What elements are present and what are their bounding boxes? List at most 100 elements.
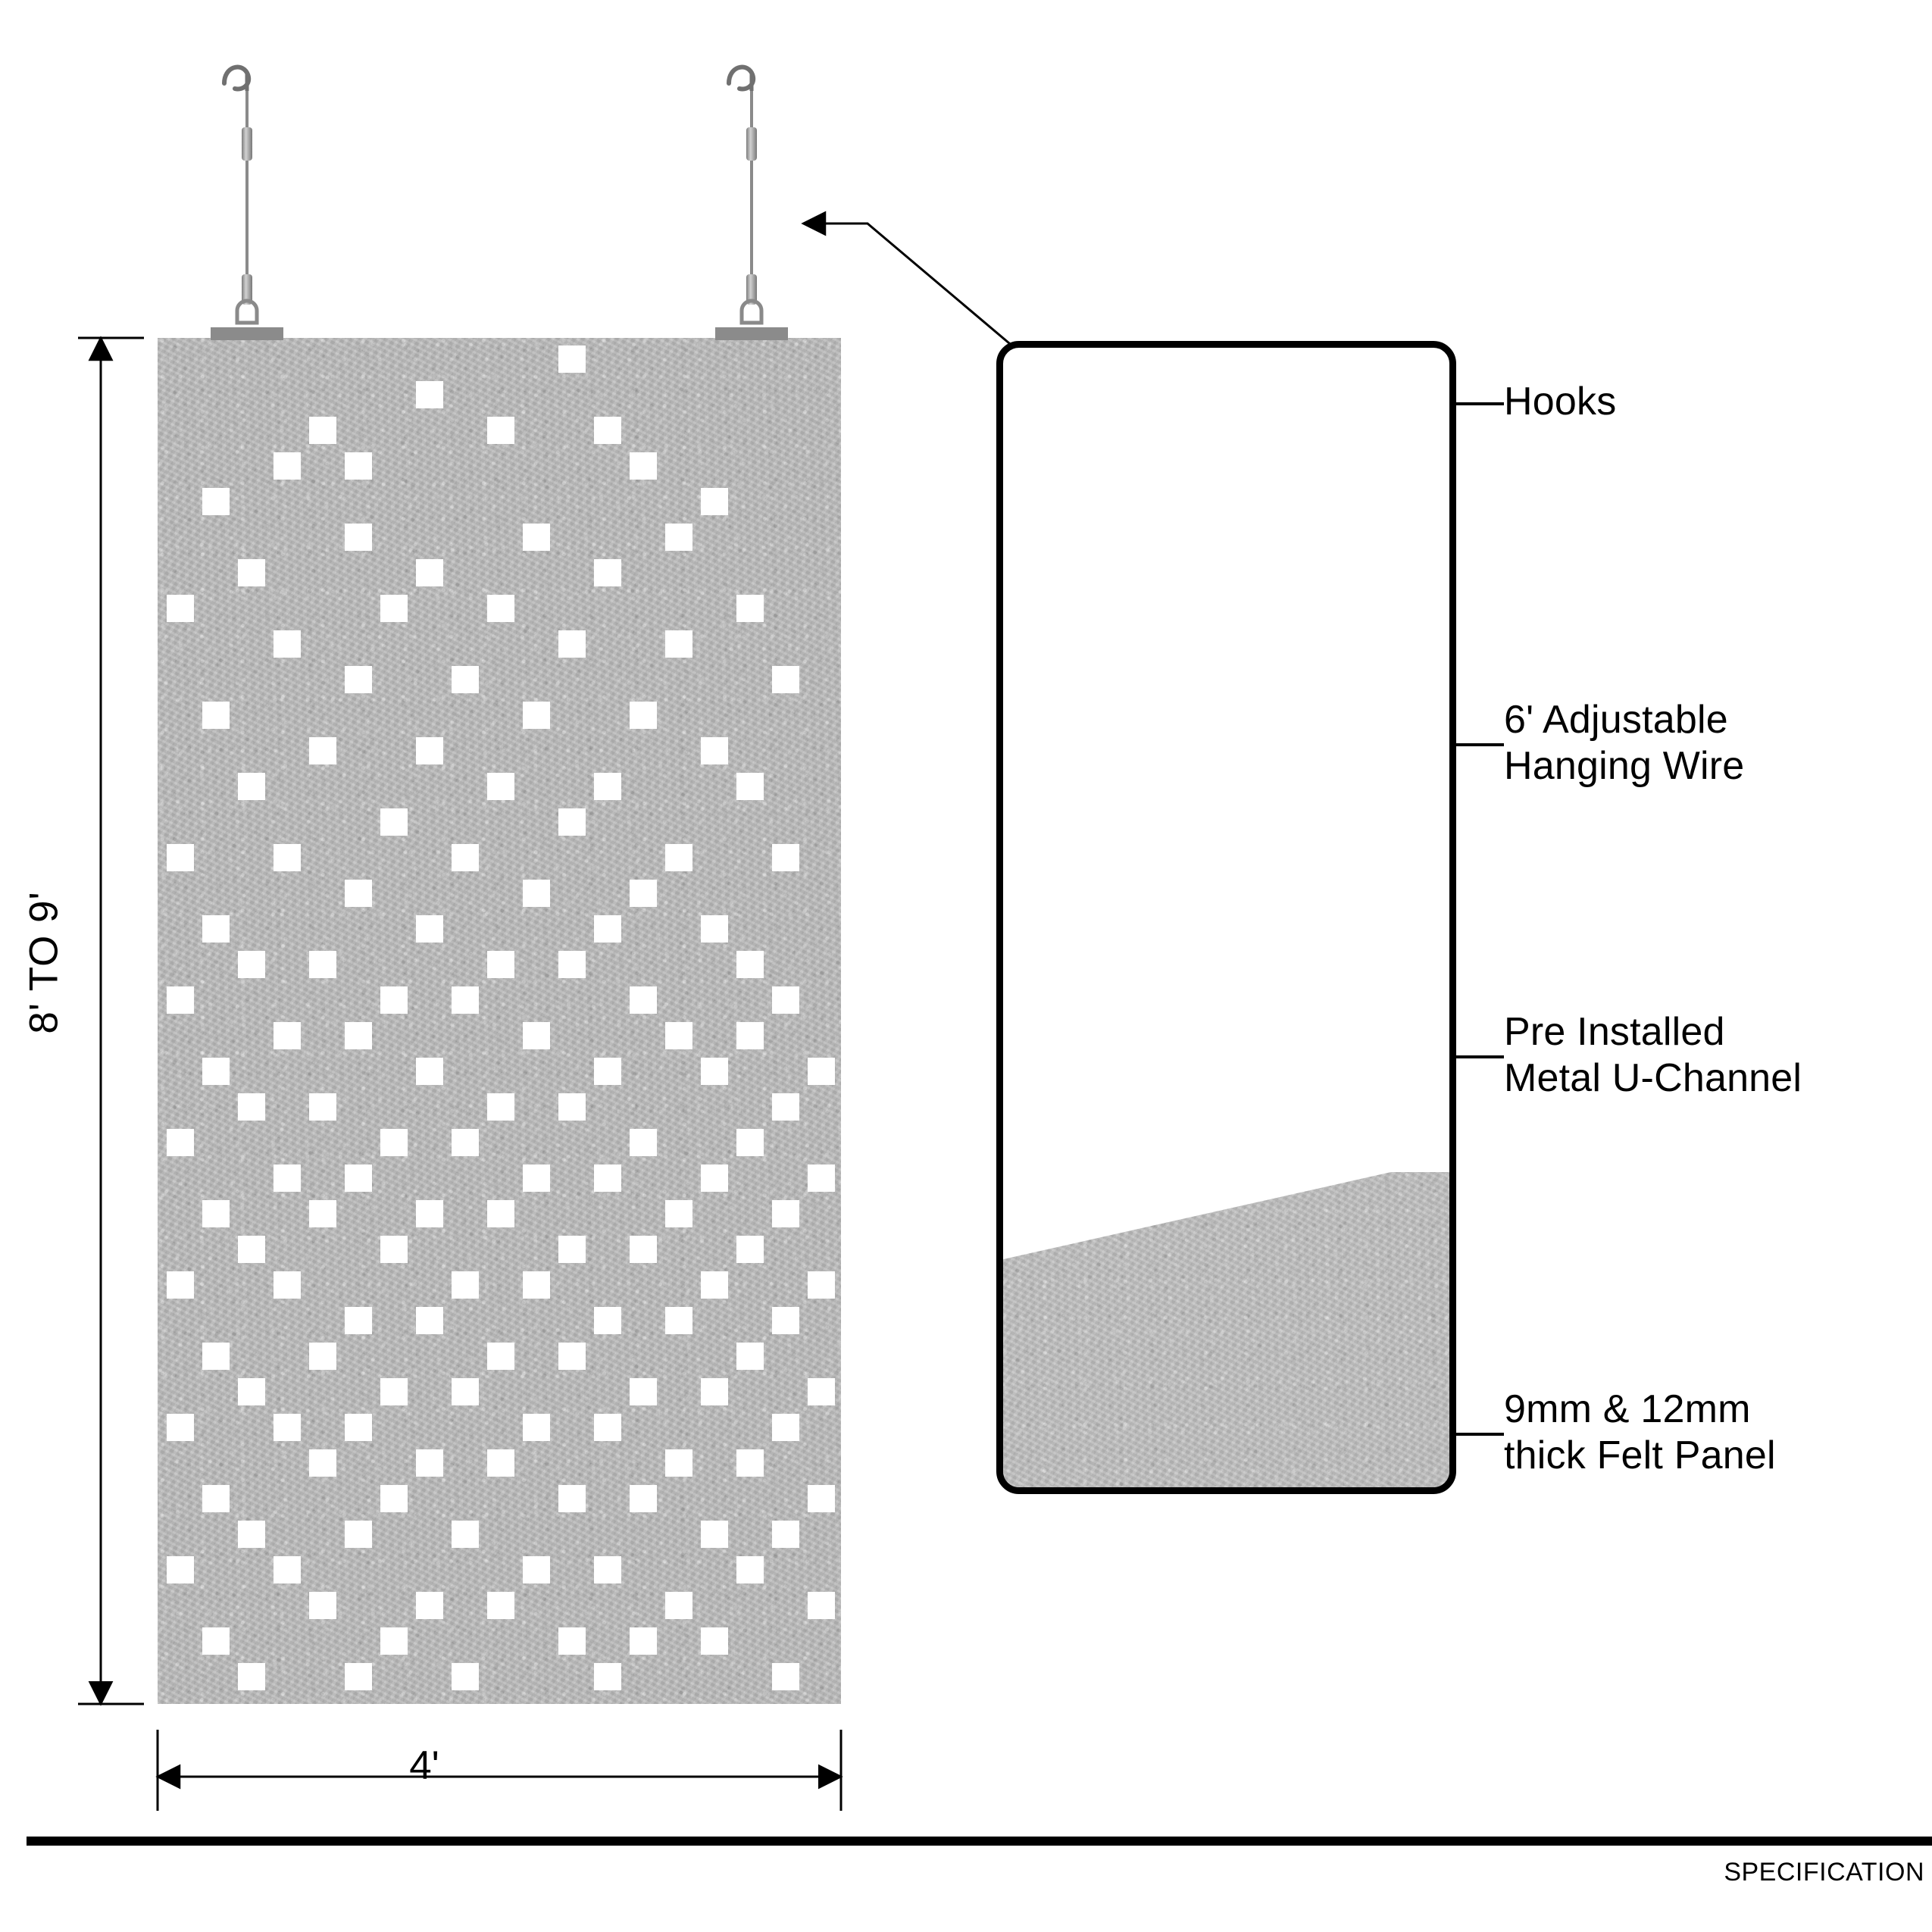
perforation-square — [630, 702, 657, 729]
perforation-square — [558, 630, 586, 658]
perforation-square — [345, 1414, 372, 1441]
perforation-square — [665, 1022, 692, 1049]
perforation-square — [274, 1414, 301, 1441]
perforation-square — [167, 1271, 194, 1299]
perforation-square — [167, 844, 194, 871]
perforation-square — [772, 1307, 799, 1334]
perforation-square — [380, 1627, 408, 1655]
perforation-square — [808, 1271, 835, 1299]
perforation-square — [238, 951, 265, 978]
wire-gripper — [746, 127, 757, 161]
perforation-square — [345, 1307, 372, 1334]
perforation-square — [665, 630, 692, 658]
perforation-square — [630, 452, 657, 480]
perforation-square — [416, 381, 443, 408]
perforation-square — [523, 1414, 550, 1441]
perforation-square — [380, 1236, 408, 1263]
perforation-square — [274, 630, 301, 658]
perforation-square — [309, 1343, 336, 1370]
perforation-square — [416, 1307, 443, 1334]
detail-felt-slab — [1003, 1172, 1449, 1487]
hook-icon — [222, 64, 252, 92]
perforation-square — [523, 1022, 550, 1049]
perforation-square — [487, 1200, 514, 1227]
perforation-square — [523, 880, 550, 907]
perforation-square — [345, 880, 372, 907]
perforation-square — [558, 951, 586, 978]
perforation-square — [808, 1378, 835, 1405]
callout-label-felt-panel: 9mm & 12mm thick Felt Panel — [1504, 1387, 1776, 1478]
perforation-square — [594, 915, 621, 943]
perforation-square — [452, 1663, 479, 1690]
perforation-square — [274, 1271, 301, 1299]
wire-gripper — [242, 127, 252, 161]
perforation-square — [416, 1058, 443, 1085]
hanger-assembly-left — [211, 64, 283, 340]
perforation-square — [594, 1556, 621, 1583]
perforation-square — [309, 417, 336, 444]
perforation-square — [487, 417, 514, 444]
perforation-square — [630, 1627, 657, 1655]
width-dimension — [155, 1730, 843, 1811]
perforation-square — [736, 1022, 764, 1049]
perforation-square — [665, 1307, 692, 1334]
height-dimension-label: 8' TO 9' — [21, 891, 67, 1034]
perforation-square — [594, 417, 621, 444]
perforation-square — [380, 1129, 408, 1156]
perforation-square — [416, 559, 443, 586]
shackle-icon — [235, 299, 259, 325]
perforation-square — [309, 951, 336, 978]
perforation-square — [274, 1556, 301, 1583]
perforation-square — [665, 524, 692, 551]
perforation-square — [202, 1343, 230, 1370]
perforation-square — [665, 1449, 692, 1477]
perforation-square — [630, 1378, 657, 1405]
perforation-square — [452, 666, 479, 693]
perforation-square — [594, 773, 621, 800]
perforation-square — [274, 1022, 301, 1049]
perforation-square — [274, 844, 301, 871]
perforation-square — [487, 1592, 514, 1619]
perforation-square — [238, 1236, 265, 1263]
perforation-square — [238, 1378, 265, 1405]
perforation-square — [630, 1236, 657, 1263]
perforation-square — [416, 1200, 443, 1227]
perforation-square — [380, 808, 408, 836]
perforation-square — [558, 345, 586, 373]
perforation-square — [274, 1165, 301, 1192]
width-dimension-label: 4' — [409, 1743, 439, 1788]
perforation-square — [309, 1592, 336, 1619]
callout-label-hanging-wire: 6' Adjustable Hanging Wire — [1504, 698, 1745, 789]
perforation-square — [523, 524, 550, 551]
perforation-square — [523, 1165, 550, 1192]
perforation-square — [345, 1663, 372, 1690]
perforation-square — [345, 1022, 372, 1049]
perforation-square — [202, 488, 230, 515]
perforation-square — [345, 1165, 372, 1192]
perforation-square — [452, 1271, 479, 1299]
perforation-square — [808, 1485, 835, 1512]
perforation-square — [594, 1058, 621, 1085]
perforation-square — [167, 1556, 194, 1583]
footer-specification-label: SPECIFICATION — [1724, 1858, 1924, 1887]
perforation-square — [416, 1449, 443, 1477]
perforation-square — [736, 1236, 764, 1263]
felt-slab-shape — [1003, 1172, 1449, 1487]
metal-u-channel — [211, 327, 283, 340]
perforation-square — [487, 1343, 514, 1370]
perforation-square — [167, 595, 194, 622]
perforation-square — [380, 986, 408, 1014]
perforation-square — [452, 1378, 479, 1405]
perforation-square — [558, 1093, 586, 1121]
felt-panel-elevation — [158, 338, 841, 1704]
perforation-square — [665, 1200, 692, 1227]
perforation-square — [701, 915, 728, 943]
perforation-square — [202, 1627, 230, 1655]
perforation-square — [772, 1093, 799, 1121]
perforation-square — [594, 1663, 621, 1690]
perforation-square — [523, 1271, 550, 1299]
perforation-square — [701, 488, 728, 515]
perforation-square — [558, 1236, 586, 1263]
perforation-square — [630, 880, 657, 907]
